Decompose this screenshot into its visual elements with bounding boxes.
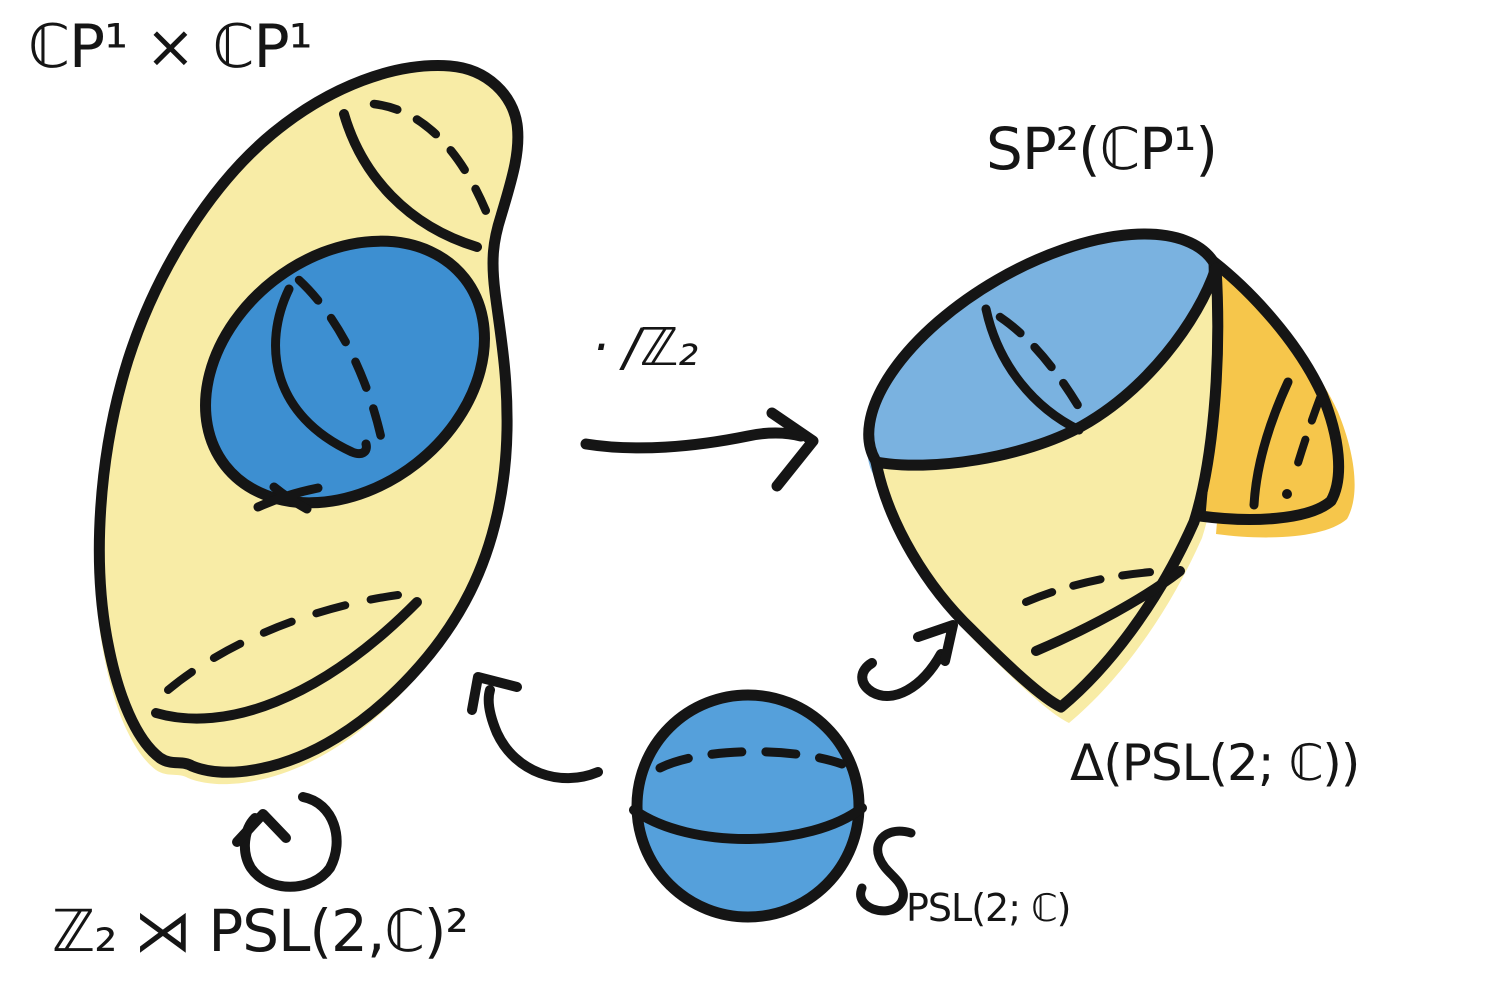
action-arrow-right-head [913,620,958,666]
label-quotient-map: · /ℤ₂ [592,318,698,378]
sphere-shape [631,689,865,923]
horn-dashed-arc-dot [1282,489,1292,499]
sphere-action-loop [856,826,916,916]
cone-bottom-rim-arc [1031,566,1185,656]
quotient-arrow-head [766,407,819,492]
label-symmetric-product: SP²(ℂP¹) [986,115,1218,183]
sphere-equator-arc [629,803,867,844]
opening-inner-arc [981,304,1084,435]
blob-top-cap-dashed-arc [369,99,493,221]
horn-inner-arc [1249,377,1293,510]
inner-meridian-arc [271,284,371,459]
label-product-space: ℂP¹ × ℂP¹ [28,12,313,82]
blob-bottom-rim-arc [151,597,422,724]
sphere-latitude-dashed-arc [655,747,847,773]
label-sphere-group: PSL(2; ℂ) [906,886,1071,930]
inner-meridian-dashed-arc [294,275,386,442]
ink-layer [93,60,1355,923]
action-arrow-left [483,685,603,784]
blob-bottom-rim-dashed-arc [164,591,402,694]
horn-inner-dashed-arc [1289,394,1324,484]
opening-inner-dashed-arc [995,312,1088,419]
inner-sphere-region [200,235,490,509]
loop-arrow [239,792,342,892]
label-semidirect-group: ℤ₂ ⋊ PSL(2,ℂ)² [52,897,469,965]
action-arrow-right [857,649,946,701]
cone-bottom-rim-dashed-arc [1022,568,1156,606]
quotient-arrow [580,427,807,454]
label-diagonal-subgroup: Δ(PSL(2; ℂ)) [1070,734,1360,792]
action-arrow-left-head [467,672,522,715]
loop-arrow-head [232,809,291,847]
blob-top-cap-arc [339,109,482,252]
blob-cross-mark [253,482,323,514]
